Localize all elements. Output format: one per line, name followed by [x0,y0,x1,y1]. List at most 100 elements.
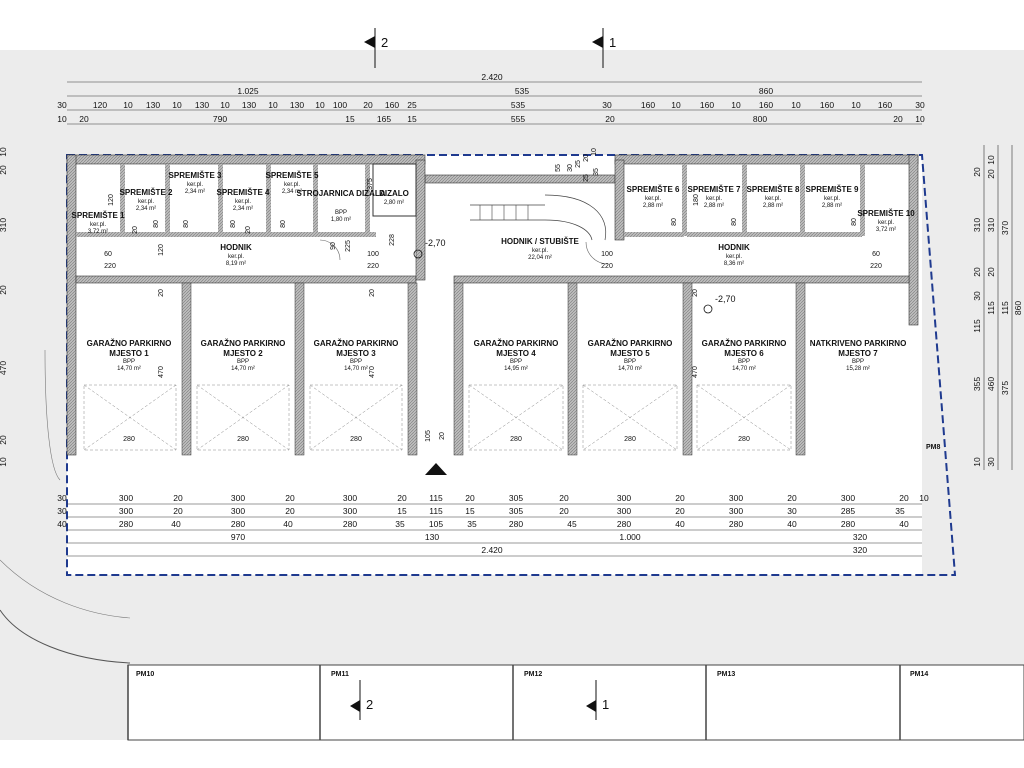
dim-value: 970 [231,532,245,542]
dim-value: 300 [617,493,631,503]
dim-value: 20 [583,154,590,162]
dim-value: 60 [872,251,880,258]
bay-sub: BPP [510,359,522,365]
dim-value: 35 [467,519,477,529]
dim-value: 470 [692,366,699,378]
dim-value: 130 [242,100,256,110]
wall-corridor-south-east [453,275,910,284]
dim-value: 25 [407,100,417,110]
dim-value: 15 [407,114,417,124]
storage-sub: ker.pl. [235,199,251,205]
dim-value: 15 [345,114,355,124]
section-arrow-icon [350,700,360,712]
dim-value: 10 [315,100,325,110]
bay-sub: BPP [237,359,249,365]
dim-value: 115 [429,493,443,503]
storage-area: 2,34 m² [136,206,156,212]
outdoor-parking-strip: PM10 PM11 PM12 PM13 PM14 [127,664,1024,741]
corridor-area: 8,36 m² [724,261,744,267]
dim-value: 180 [693,194,700,206]
partition [624,232,684,237]
dim-value: 300 [729,493,743,503]
storage-name: SPREMIŠTE 1 [72,211,125,220]
dim-value: 800 [753,114,767,124]
corridor-sub: ker.pl. [228,254,244,260]
storage-name: SPREMIŠTE 8 [747,185,800,194]
storage-area: 2,88 m² [704,203,724,209]
dim-value: 100 [367,251,379,258]
door-arc [585,241,609,265]
dim-value: 40 [283,519,293,529]
dim-value: 165 [377,114,391,124]
dim-value: 160 [878,100,892,110]
dim-value: 220 [104,263,116,270]
dim-value: 160 [820,100,834,110]
bay-sub: BPP [123,359,135,365]
dim-value: 160 [759,100,773,110]
bay-number: MJESTO 1 [109,349,149,358]
dim-value: 40 [899,519,909,529]
section-arrow-icon [586,700,596,712]
dim-value: 10 [919,493,929,503]
car-cross [696,384,792,451]
lift-shaft [372,163,417,217]
dim-value: 120 [93,100,107,110]
car-cross [309,384,403,451]
bay-wall [407,282,418,456]
dim-value: 60 [104,251,112,258]
dim-value: 555 [511,114,525,124]
bay-sub: BPP [350,359,362,365]
storage-area: 3,72 m² [88,229,108,235]
dim-value: 35 [895,506,905,516]
dim-value: 100 [333,100,347,110]
dim-value: 20 [692,289,699,297]
dim-value: 20 [285,493,295,503]
car-outline [196,384,290,451]
dim-value: 45 [567,519,577,529]
machine-room-area: 1,80 m² [331,217,351,223]
bay-area: 14,70 m² [117,366,141,372]
dim-value: 2.420 [481,72,503,82]
dim-value: 280 [729,519,743,529]
dim-value: 160 [385,100,399,110]
dim-value: 20 [675,506,685,516]
dim-value: 470 [0,361,8,375]
bottom-dimensions: 30 300 20 300 20 300 20 115 20 305 20 30… [57,493,929,555]
dim-value: 300 [119,493,133,503]
car-outline [696,384,792,451]
dim-value: 300 [841,493,855,503]
bay-area: 15,28 m² [846,366,870,372]
dim-value: 355 [972,377,982,391]
dim-value: 1.025 [237,86,259,96]
section-marker-top-2: 2 [364,28,388,68]
bay-sub: BPP [852,359,864,365]
storage-sub: ker.pl. [187,182,203,188]
level-value: -2,70 [715,294,736,304]
bay-number: MJESTO 7 [838,349,878,358]
car-cross [582,384,678,451]
outdoor-spot-label: PM13 [717,671,735,678]
dim-value: 30 [986,457,996,467]
dim-value: 20 [986,267,996,277]
dim-value: 280 [624,436,636,443]
bay-title: NATKRIVENO PARKIRNO [810,339,907,348]
dim-value: 20 [0,435,8,445]
corridor-sub: ker.pl. [726,254,742,260]
outdoor-spot-label: PM11 [331,671,349,678]
dim-value: 10 [671,100,681,110]
level-markers: -2,70 -2,70 [413,238,736,314]
dim-value: 228 [389,234,396,246]
corridor-name: HODNIK [718,243,750,252]
dim-value: 130 [195,100,209,110]
bay-title: GARAŽNO PARKIRNO [87,339,172,348]
dim-value: 280 [119,519,133,529]
outdoor-strip-bg [127,664,1024,741]
partition [682,164,687,236]
parking-bay-4: GARAŽNO PARKIRNO MJESTO 4 BPP 14,95 m² [468,339,564,451]
partition [165,164,170,236]
dim-value: 120 [158,244,165,256]
dim-value: 115 [972,319,982,333]
dim-value: 55 [555,164,562,172]
dim-value: 20 [559,506,569,516]
bay-area: 14,70 m² [732,366,756,372]
